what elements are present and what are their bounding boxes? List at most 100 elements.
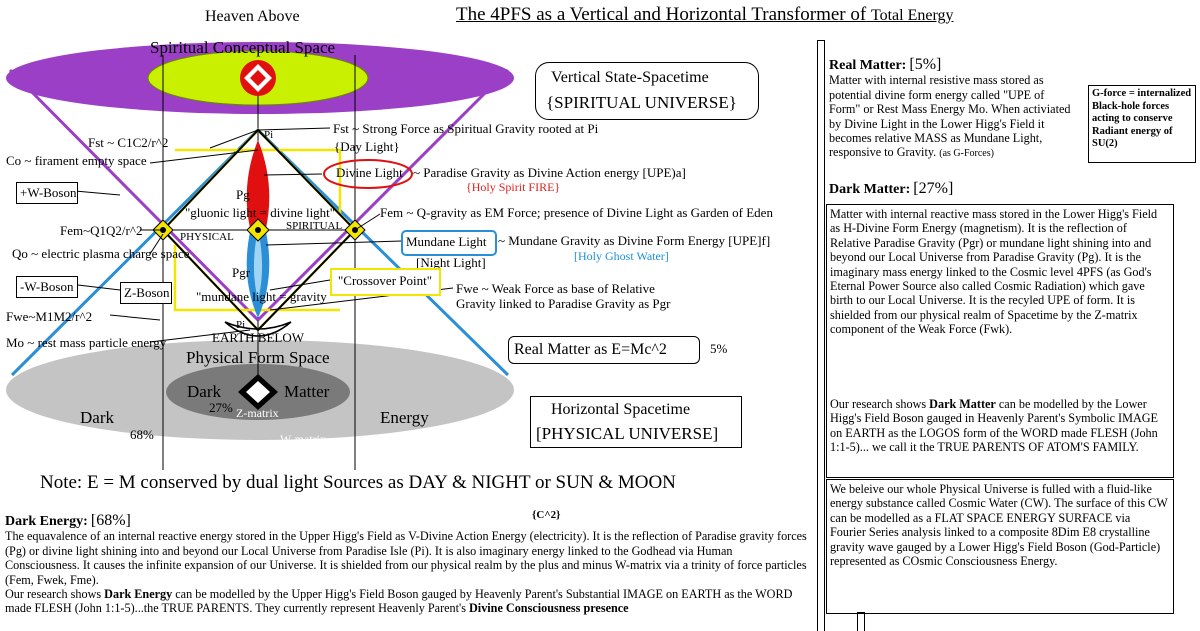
mundane-desc: ~ Mundane Gravity as Divine Form Energy … (498, 233, 771, 248)
dark-energy-p2-c: can be modelled by the Upper Higg's Fiel… (5, 587, 793, 616)
real-matter-text-main: Matter with internal resistive mass stor… (829, 73, 1071, 160)
dark-matter-heading-row: Dark Matter: [27%] (829, 180, 1171, 197)
qo-label: Qo ~ electric plasma charge space (12, 246, 190, 261)
real-matter-box: Real Matter as E=Mc^2 (508, 336, 700, 364)
w-plus-boson-label: +W-Boson (20, 185, 77, 200)
blue-flame-core (253, 240, 263, 300)
pointer-wminus (77, 284, 121, 291)
title-main: The 4PFS as a Vertical and Horizontal Tr… (456, 4, 867, 25)
heaven-label: Heaven Above (205, 8, 300, 25)
spiritual-space-label: Spiritual Conceptual Space (150, 38, 336, 57)
purple-cone-right (256, 68, 510, 322)
diagram-graphics (6, 42, 514, 470)
physical-label: PHYSICAL (180, 231, 234, 243)
holy-ghost-label: [Holy Ghost Water] (574, 249, 669, 263)
divine-light-label: Divine Light (336, 165, 403, 180)
pointer-qo (149, 233, 164, 255)
note-suffix: or SUN & MOON (530, 472, 676, 493)
red-diamond-icon (240, 60, 276, 96)
fst-desc: Fst ~ Strong Force as Spiritual Gravity … (333, 121, 599, 136)
yellow-upper-box (175, 148, 342, 215)
pointer-divine (263, 173, 323, 176)
pointer-crossover (269, 279, 331, 291)
pgr-label: Pgr (232, 265, 251, 280)
pointer-mo (149, 329, 251, 343)
mo-label: Mo ~ rest mass particle energy (6, 335, 167, 350)
black-diamond (161, 128, 357, 332)
physical-form-label: Physical Form Space (186, 348, 330, 367)
pointer-fst (257, 127, 331, 131)
dark-matter-p2-b: Dark Matter (929, 397, 996, 411)
purple-cone-left (8, 68, 260, 322)
fem-formula: Fem~Q1Q2/r^2 (60, 223, 143, 238)
wmatrix-label: W-matrix (280, 432, 326, 446)
z-boson-label: Z-Boson (124, 285, 170, 300)
pg-label: Pg (236, 187, 250, 202)
pct27-label: 27% (209, 400, 233, 415)
red-flame (246, 140, 270, 228)
w-plus-boson-box: +W-Boson (16, 182, 78, 204)
note-day-night: DAY & NIGHT (408, 472, 531, 493)
horizontal-spacetime-box: Horizontal Spacetime [PHYSICAL UNIVERSE] (530, 396, 742, 448)
fwe-desc-line1: Fwe ~ Weak Force as base of Relative (456, 281, 655, 296)
dark-matter-p2: Our research shows Dark Matter can be mo… (830, 397, 1168, 455)
real-matter-pct: 5% (710, 341, 728, 356)
fwe-formula: Fwe~M1M2/r^2 (6, 309, 93, 324)
dark-energy-p2-b: Dark Energy (104, 587, 173, 602)
note-line: Note: E = M conserved by dual light Sour… (40, 472, 676, 494)
divine-light-ring (323, 159, 413, 189)
dark-left-label: Dark (80, 408, 114, 427)
dark-matter-p1: Matter with internal reactive mass store… (830, 207, 1158, 337)
day-light-label: {Day Light} (334, 139, 400, 154)
center-node-icon (246, 218, 270, 242)
night-light-label: [Night Light] (416, 255, 486, 270)
pointer-fem (354, 213, 381, 231)
earth-below-label: EARTH BELOW (212, 330, 305, 345)
dark-energy-p2: Our research shows Dark Energy can be mo… (5, 587, 810, 616)
w-minus-boson-label: -W-Boson (20, 279, 74, 294)
mundane-light-label: Mundane Light (406, 234, 487, 249)
cosmic-water-text: We beleive our whole Physical Universe i… (830, 482, 1168, 569)
black-diamond-icon (238, 374, 278, 410)
blue-cone-right (256, 128, 510, 377)
dark-matter-box: Matter with internal reactive mass store… (826, 204, 1174, 478)
bottom-small-rect (857, 612, 865, 631)
pi-top-label: Pi (264, 129, 274, 141)
co-label: Co ~ firament empty space (6, 153, 147, 168)
dark-energy-p2-d: Divine Consciousness presence (469, 601, 629, 616)
pi-lens (224, 321, 292, 337)
vertical-state-line2: {SPIRITUAL UNIVERSE} (546, 93, 737, 112)
note-prefix: Note: E = M conserved by dual light Sour… (40, 472, 409, 493)
energy-right-label: Energy (380, 408, 429, 427)
holy-spirit-label: {Holy Spirit FIRE} (466, 180, 561, 194)
crossover-box: "Crossover Point" (330, 268, 441, 296)
zmatrix-label: Z-matrix (236, 406, 279, 420)
dark-energy-pct: [68%] (90, 514, 131, 529)
cosmic-water-box: We beleive our whole Physical Universe i… (826, 479, 1174, 614)
gforce-text: G-force = internalized Black-hole forces… (1092, 88, 1192, 149)
dark-word-label: Dark (187, 382, 221, 401)
pct68-label: 68% (130, 427, 154, 442)
yellow-lower-box (173, 245, 340, 312)
real-matter-section: Real Matter: [5%] Matter with internal r… (829, 56, 1075, 162)
right-column-divider (817, 40, 825, 631)
fwe-desc-line2: Gravity linked to Paradise Gravity as Pg… (456, 296, 671, 311)
blue-cone-left (10, 128, 260, 377)
real-matter-text: Matter with internal resistive mass stor… (829, 73, 1075, 161)
dark-matter-pct: [27%] (913, 180, 954, 197)
w-minus-boson-box: -W-Boson (16, 276, 78, 298)
pointer-wplus (74, 190, 121, 196)
z-boson-box: Z-Boson (120, 282, 172, 304)
horizontal-line2: [PHYSICAL UNIVERSE] (536, 424, 719, 443)
dark-energy-heading: Dark Energy: (5, 514, 88, 529)
vertical-state-line1: Vertical State-Spacetime (551, 69, 709, 86)
vertical-state-box: Vertical State-Spacetime {SPIRITUAL UNIV… (535, 62, 759, 120)
real-matter-pct-bracket: [5%] (909, 56, 942, 73)
title-tail: Total Energy (870, 7, 954, 24)
pointer-mundane (265, 240, 403, 246)
pi-bottom-label: Pi (236, 319, 246, 331)
mundane-gravity-label: "mundane light = gravity (196, 289, 327, 304)
pointer-fwe-left (109, 314, 161, 321)
dark-energy-p1: The equavalence of an internal reactive … (5, 529, 807, 587)
real-matter-text-small: (as G-Forces) (939, 148, 994, 160)
